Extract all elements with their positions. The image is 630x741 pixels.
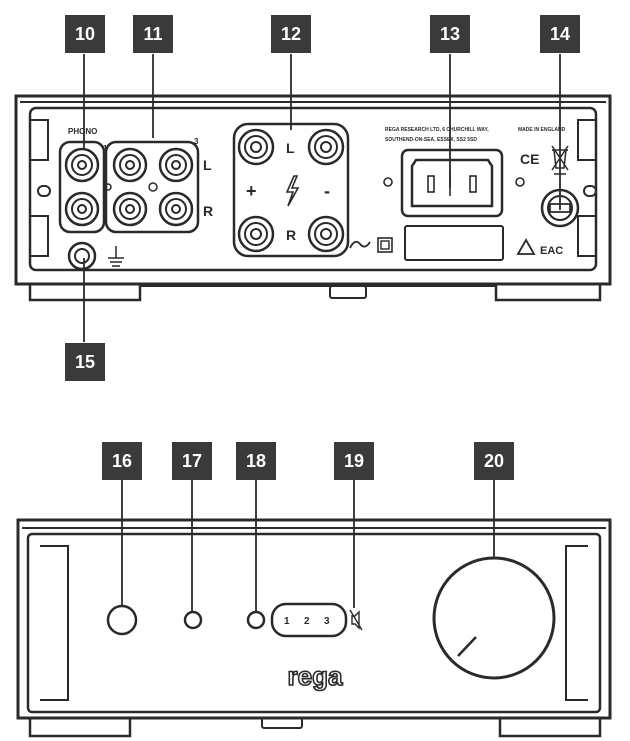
inlet-screw-right bbox=[515, 177, 525, 187]
serial-label-plate bbox=[404, 225, 504, 261]
power-inlet-housing bbox=[400, 148, 504, 218]
front-input-3: 3 bbox=[324, 616, 330, 627]
recycle-triangle-icon bbox=[516, 238, 536, 255]
front-faceplate bbox=[26, 532, 602, 714]
left-channel-label: L bbox=[203, 157, 212, 173]
speaker-left-label: L bbox=[286, 140, 295, 156]
eac-mark: EAC bbox=[540, 245, 563, 257]
line-input-block bbox=[104, 140, 200, 234]
front-center-tab bbox=[261, 717, 303, 729]
callout-17: 17 bbox=[172, 442, 212, 480]
phono-rca-top bbox=[64, 147, 100, 183]
front-foot-right bbox=[498, 718, 602, 738]
address-line-2: SOUTHEND-ON-SEA, ESSEX, SS2 5SD bbox=[385, 137, 477, 143]
mute-icon bbox=[349, 609, 363, 631]
callout-11: 11 bbox=[133, 15, 173, 53]
double-insulated-icon bbox=[377, 237, 393, 253]
volume-knob-indicator bbox=[457, 636, 477, 657]
minus-label: - bbox=[324, 181, 330, 201]
rear-chassis-outline bbox=[14, 94, 612, 286]
callout-20: 20 bbox=[474, 442, 514, 480]
ce-mark: CE bbox=[520, 151, 539, 167]
svg-text:10: 10 bbox=[75, 24, 95, 44]
front-input-2: 2 bbox=[304, 616, 310, 627]
phono-label: PHONO bbox=[68, 127, 97, 136]
rear-foot-right bbox=[494, 284, 602, 302]
callout-15: 15 bbox=[65, 343, 105, 381]
callout-19: 19 bbox=[334, 442, 374, 480]
power-indicator-led bbox=[183, 610, 203, 630]
speaker-terminals bbox=[237, 128, 345, 253]
callout-18: 18 bbox=[236, 442, 276, 480]
input-indicator-panel bbox=[270, 602, 348, 638]
svg-text:14: 14 bbox=[550, 24, 570, 44]
address-line-1: REGA RESEARCH LTD, 6 CHURCHILL WAY, bbox=[385, 127, 489, 133]
plus-label: + bbox=[246, 181, 257, 201]
power-inlet-socket bbox=[410, 158, 494, 208]
front-input-1: 1 bbox=[284, 616, 290, 627]
front-panel: 1 2 3 rega bbox=[16, 480, 612, 738]
svg-text:20: 20 bbox=[484, 451, 504, 471]
svg-text:12: 12 bbox=[281, 24, 301, 44]
rear-leader-lines bbox=[83, 54, 561, 342]
callout-14: 14 bbox=[540, 15, 580, 53]
ground-icon bbox=[108, 246, 124, 267]
rear-foot-left bbox=[28, 284, 142, 302]
rear-screw-left bbox=[37, 185, 51, 197]
callout-10: 10 bbox=[65, 15, 105, 53]
svg-text:16: 16 bbox=[112, 451, 132, 471]
rear-screw-right bbox=[583, 185, 597, 197]
lightning-icon bbox=[285, 175, 300, 207]
made-in-label: MADE IN ENGLAND bbox=[518, 127, 566, 133]
svg-text:15: 15 bbox=[75, 352, 95, 372]
rear-center-tab bbox=[329, 285, 367, 299]
input-select-button bbox=[246, 610, 266, 630]
svg-text:17: 17 bbox=[182, 451, 202, 471]
callout-16: 16 bbox=[102, 442, 142, 480]
phono-input-block bbox=[58, 140, 106, 234]
line-rca-group bbox=[104, 147, 194, 227]
inlet-screw-left bbox=[383, 177, 393, 187]
front-leader-lines bbox=[121, 480, 495, 612]
callout-12: 12 bbox=[271, 15, 311, 53]
ground-terminal bbox=[67, 241, 97, 271]
svg-text:19: 19 bbox=[344, 451, 364, 471]
rear-panel: PHONO 1 3 L R L R bbox=[14, 54, 612, 342]
svg-text:13: 13 bbox=[440, 24, 460, 44]
callout-13: 13 bbox=[430, 15, 470, 53]
volume-knob bbox=[432, 556, 556, 680]
right-channel-label: R bbox=[203, 203, 213, 219]
ac-wave-icon bbox=[349, 240, 371, 249]
front-foot-left bbox=[28, 718, 132, 738]
speaker-right-label: R bbox=[286, 227, 296, 243]
svg-text:11: 11 bbox=[143, 24, 162, 44]
svg-text:18: 18 bbox=[246, 451, 266, 471]
phono-rca-bottom bbox=[64, 191, 100, 227]
input-3-label: 3 bbox=[194, 137, 199, 146]
ir-receiver-window bbox=[106, 604, 138, 636]
rega-logo: rega bbox=[288, 661, 343, 691]
front-chassis-outline bbox=[16, 518, 612, 720]
